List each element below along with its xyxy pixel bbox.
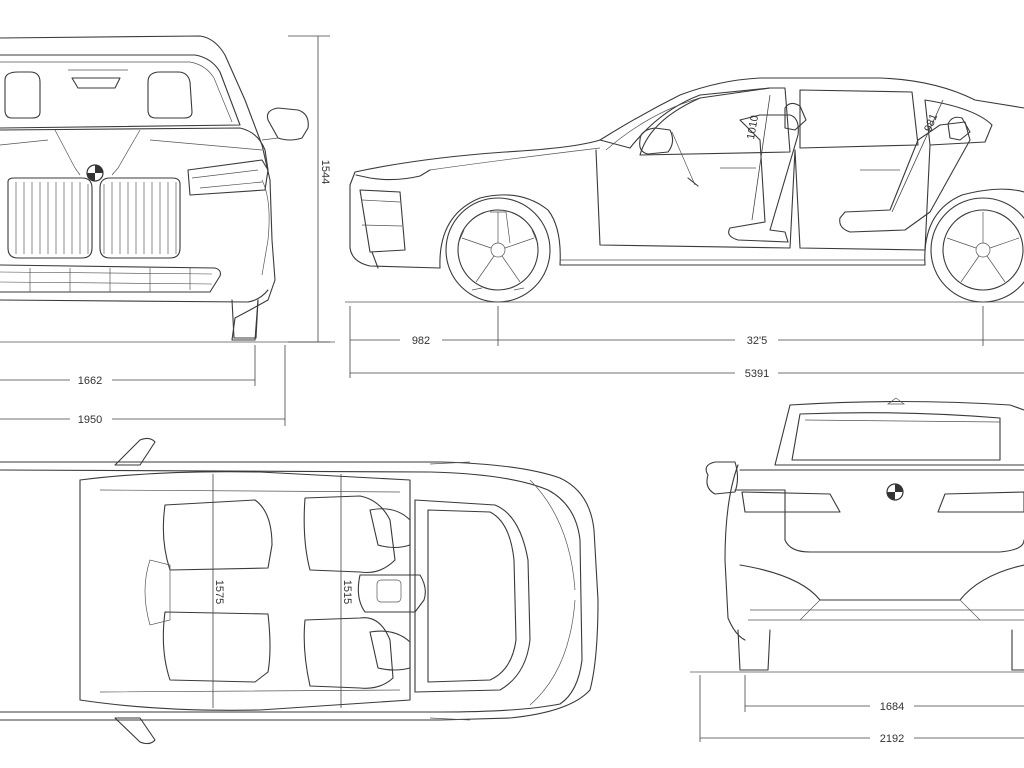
front-track-label: 1662: [78, 375, 102, 387]
front-shoulder-label: 1575: [213, 580, 225, 604]
front-view: 1544 1662 1950: [0, 35, 335, 426]
front-overhang-label: 982: [412, 335, 430, 347]
front-headroom-label: 1010: [745, 114, 761, 140]
overall-width-label: 1950: [78, 414, 102, 426]
front-right-seat-top: [303, 617, 394, 689]
rear-view-mirror: [705, 461, 739, 495]
rear-view: 1684 2192: [690, 397, 1024, 745]
kidney-grille: [7, 177, 181, 259]
height-label: 1544: [319, 160, 331, 184]
left-headrest: [4, 71, 41, 119]
rear-bmw-logo: [886, 483, 904, 501]
top-mirror-left: [114, 437, 156, 466]
rear-headroom-label: 981: [922, 112, 940, 134]
rear-shoulder-label: 1515: [341, 580, 353, 604]
rear-seat: [839, 121, 971, 233]
front-mirror: [266, 107, 309, 141]
wheelbase-label: 32'5: [747, 335, 767, 347]
side-view: 1010 981 982 32'5 5391: [345, 77, 1024, 380]
rear-wheel: [930, 197, 1024, 303]
front-left-seat-top: [303, 495, 396, 574]
overall-length-label: 5391: [745, 368, 769, 380]
front-seat: [728, 114, 799, 243]
top-view: 1575 1515: [0, 437, 599, 745]
rear-track-label: 1684: [880, 701, 904, 713]
top-mirror-right: [114, 717, 156, 745]
bmw-logo: [86, 164, 104, 182]
front-wheel: [445, 197, 551, 303]
rear-overall-width-label: 2192: [880, 733, 904, 745]
right-headrest: [147, 71, 193, 119]
